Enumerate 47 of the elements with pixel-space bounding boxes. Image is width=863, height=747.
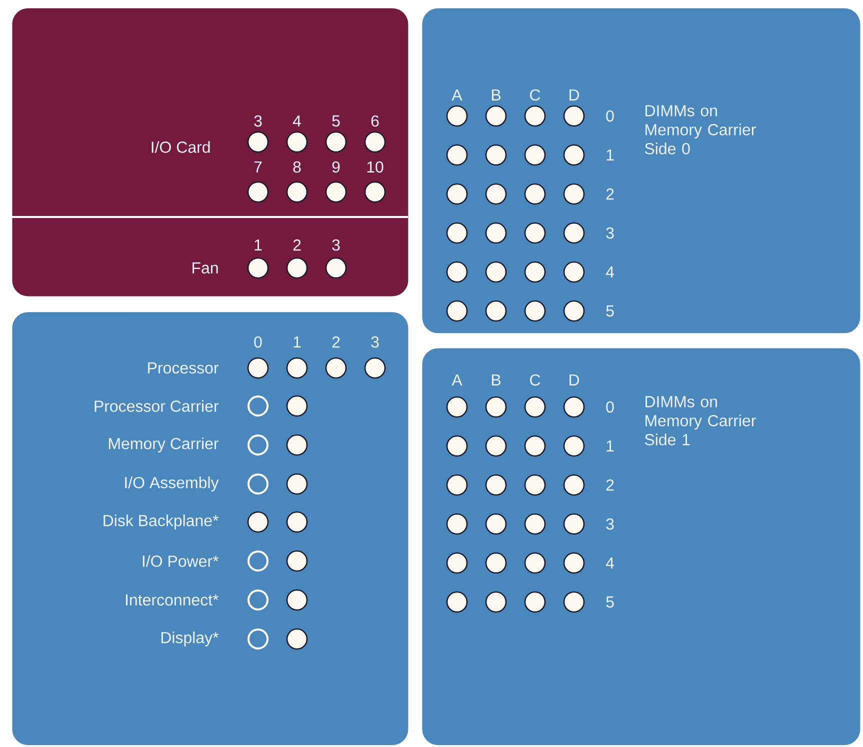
row-number: 1 (606, 149, 614, 160)
row-label: I/O Power* (142, 555, 219, 567)
column-letter: D (570, 374, 580, 386)
led-number: 2 (332, 336, 340, 348)
led-number: 7 (254, 161, 262, 172)
column-letter: C (530, 374, 540, 386)
column-letter: C (530, 89, 540, 101)
row-number: 5 (606, 596, 614, 608)
row-number: 2 (606, 188, 614, 200)
led-number: 5 (332, 115, 340, 127)
column-letter: A (452, 374, 462, 386)
column-letter: B (492, 374, 500, 386)
led-number: 3 (332, 239, 340, 251)
row-label: I/O Card (152, 141, 210, 153)
row-number: 1 (606, 440, 614, 452)
row-label: Fan (192, 262, 218, 274)
led-number: 1 (294, 336, 301, 348)
panel-heading: DIMMs on Memory Carrier Side 1 (644, 396, 756, 446)
led-number: 3 (254, 115, 262, 127)
column-letter: D (570, 89, 580, 100)
led-number: 3 (371, 336, 379, 348)
row-label: Disk Backplane* (104, 514, 219, 530)
row-label: Display* (161, 632, 219, 646)
led-number: 1 (254, 239, 262, 250)
row-label: Memory Carrier (109, 438, 219, 452)
row-number: 5 (606, 305, 614, 317)
row-number: 2 (606, 479, 614, 491)
column-letter: B (492, 89, 500, 100)
row-number: 4 (606, 557, 614, 568)
row-label: Processor Carrier (94, 400, 218, 412)
column-letter: A (452, 89, 462, 100)
led-number: 10 (367, 161, 384, 173)
led-number: 9 (332, 161, 340, 173)
led-number: 2 (293, 239, 301, 251)
led-number: 8 (293, 161, 301, 173)
row-label: Processor (148, 362, 219, 374)
led-number: 0 (254, 336, 262, 348)
row-number: 0 (606, 110, 614, 122)
panel-heading: DIMMs on Memory Carrier Side 0 (644, 105, 756, 154)
row-number: 3 (606, 518, 614, 530)
row-number: 4 (606, 266, 614, 278)
led-number: 6 (371, 115, 379, 127)
led-number: 4 (292, 115, 301, 126)
row-number: 0 (606, 401, 614, 413)
row-label: Interconnect* (126, 594, 219, 606)
row-number: 3 (606, 227, 614, 239)
row-label: I/O Assembly (125, 476, 219, 492)
